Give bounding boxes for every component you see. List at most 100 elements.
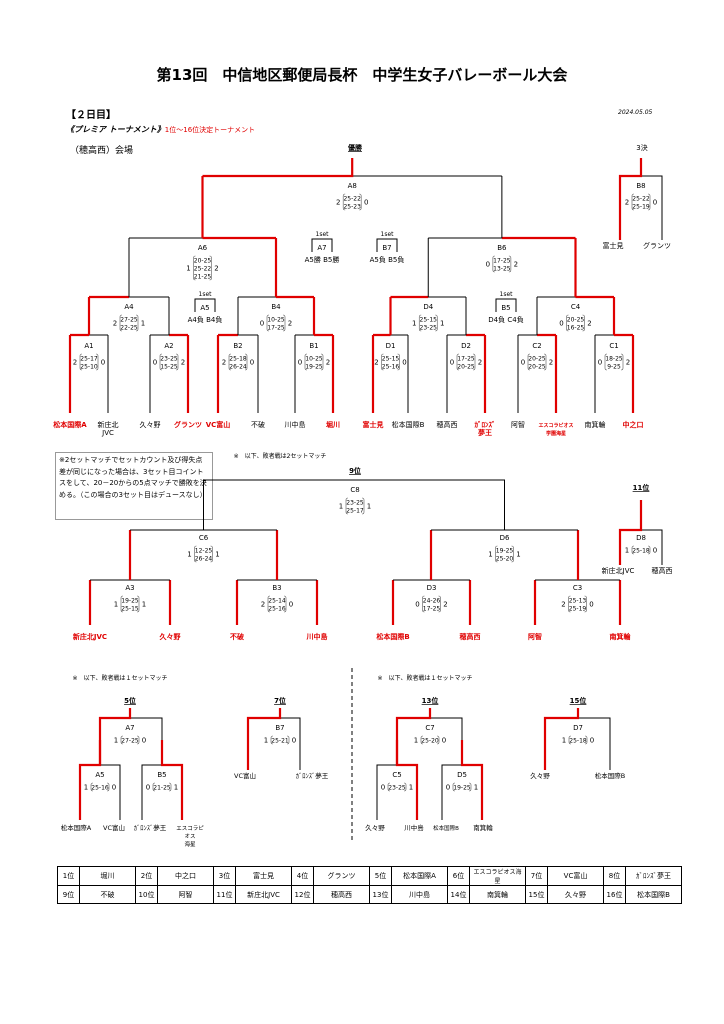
sets-right: 0: [589, 601, 593, 609]
team-name: 夢王: [478, 428, 492, 437]
sets-right: 0: [142, 737, 146, 745]
sets-right: 1: [141, 320, 145, 328]
sets-right: 0: [364, 199, 368, 207]
bracket-line: [618, 158, 643, 240]
set-score: 25-23: [343, 204, 361, 211]
sets-left: 0: [153, 359, 157, 367]
sets-left: 2: [561, 601, 565, 609]
sets-left: 2: [113, 320, 117, 328]
place-label: 15位: [570, 696, 587, 705]
sets-left: 1: [339, 503, 343, 511]
team-name: 久々野: [365, 823, 385, 832]
match-name: C8: [350, 486, 359, 494]
set-score: 25-15: [420, 317, 438, 324]
match-name: B6: [497, 244, 507, 252]
rank-team: 中之口: [157, 866, 214, 886]
sets-right: 0: [112, 784, 116, 792]
set-score: 20-25: [457, 364, 475, 371]
sets-right: 2: [181, 359, 185, 367]
sets-left: 0: [298, 359, 302, 367]
match-name: A7: [125, 724, 134, 732]
set-score: 18-25: [605, 356, 623, 363]
match-name: A7: [317, 244, 326, 252]
team-name: 松本国際B: [595, 771, 625, 780]
match-name: B2: [233, 342, 242, 350]
rank-position: 13位: [369, 885, 392, 904]
rule-note: ※2セットマッチでセットカウント及び得失点差が同じになった場合は、3セット目コイ…: [55, 452, 213, 520]
sets-right: 2: [587, 320, 591, 328]
team-name: 堀川: [326, 420, 340, 429]
bracket-line: [202, 158, 354, 178]
score-brace: [119, 314, 139, 332]
ninth-label: 9位: [349, 466, 361, 475]
set-score: 15-25: [160, 364, 178, 371]
match-name: A1: [84, 342, 93, 350]
match-name: C1: [609, 342, 618, 350]
sets-left: 1: [625, 547, 629, 555]
rank-position: 4位: [291, 866, 314, 886]
score-brace: [228, 353, 248, 371]
rank-team: VC富山: [547, 866, 604, 886]
match-name: A6: [198, 244, 208, 252]
set-score: 19-25: [305, 364, 323, 371]
team-name: 阿智: [511, 420, 525, 429]
team-name: VC富山: [103, 823, 125, 832]
team-name: オス: [184, 833, 195, 840]
champion-label: 優勝: [347, 143, 363, 152]
team-name: ｶﾞﾛﾝｽﾞ夢王: [134, 823, 167, 832]
team-name: 不破: [251, 420, 265, 429]
team-name: VC富山: [234, 771, 256, 780]
rank-position: 5位: [369, 866, 392, 886]
set-score: 25-17: [346, 508, 364, 515]
bracket-line: [618, 500, 643, 565]
team-name: 南箕輪: [610, 632, 632, 641]
sets-left: 2: [73, 359, 77, 367]
team-name: 川中島: [285, 420, 306, 429]
match-name: D2: [461, 342, 471, 350]
sets-left: 1: [562, 737, 566, 745]
sets-right: 2: [549, 359, 553, 367]
score-brace: [267, 595, 287, 613]
score-brace: [159, 353, 179, 371]
rank-position: 16位: [603, 885, 626, 904]
sets-left: 0: [381, 784, 385, 792]
sets-left: 0: [146, 784, 150, 792]
set-score: 27-25: [120, 317, 138, 324]
match-name: D5: [457, 771, 467, 779]
b7-box: [376, 238, 398, 252]
rank-position: 15位: [525, 885, 548, 904]
set-score: 23-25: [388, 785, 406, 792]
set-score: 25-20: [421, 738, 439, 745]
set-score: 25-14: [268, 598, 286, 605]
one-set-label: 1set: [381, 231, 395, 238]
set-score: 17-25: [423, 606, 441, 613]
sets-left: 1: [114, 737, 118, 745]
rank-team: 南箕輪: [469, 885, 526, 904]
score-brace: [568, 595, 587, 613]
match-name: B7: [382, 244, 391, 252]
rank-team: 堀川: [79, 866, 136, 886]
match-name: C2: [532, 342, 541, 350]
match-name: A8: [348, 182, 357, 190]
score-brace: [387, 782, 407, 792]
set-score: 25-10: [80, 364, 98, 371]
match-name: D4: [423, 303, 433, 311]
rank-team: ｶﾞﾛﾝｽﾞ夢王: [625, 866, 682, 886]
match-name: A5: [95, 771, 104, 779]
one-set-label: 1set: [500, 291, 514, 298]
set-score: 26-24: [229, 364, 247, 371]
score-brace: [422, 595, 441, 613]
set-score: 17-25: [493, 258, 511, 265]
match-name: D8: [636, 534, 646, 542]
set-score: 25-22: [194, 266, 212, 273]
rank-position: 9位: [57, 885, 80, 904]
set-score: 25-13: [569, 598, 587, 605]
set-score: 20-25: [528, 356, 546, 363]
score-brace: [495, 545, 514, 563]
score-brace: [381, 353, 400, 371]
sets-right: 2: [514, 261, 518, 269]
sets-right: 0: [292, 737, 296, 745]
team-name: グランツ: [643, 241, 671, 250]
